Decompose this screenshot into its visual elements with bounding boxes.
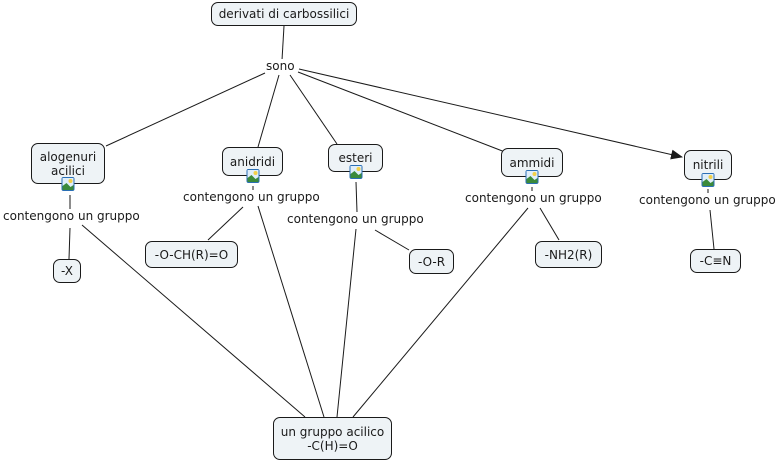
line-esteri-label	[355, 181, 358, 213]
concept-node-group-nh2[interactable]: -NH2(R)	[535, 241, 602, 268]
link-label-text: contengono un gruppo	[465, 191, 602, 205]
link-label-text: sono	[266, 59, 295, 73]
link-label-text: contengono un gruppo	[183, 190, 320, 204]
link-label-nitrili[interactable]: contengono un gruppo	[638, 193, 777, 207]
concept-node-group-x[interactable]: -X	[53, 259, 81, 283]
line-alogenuri-common	[81, 224, 306, 418]
line-sono-esteri	[289, 74, 338, 145]
concept-node-group-or[interactable]: -O-R	[409, 249, 454, 274]
concept-node-ammidi[interactable]: ammidi	[501, 148, 563, 184]
node-label-line-1: alogenuri	[39, 149, 97, 164]
line-label-nh2	[539, 207, 560, 241]
concept-node-alogenuri-acilici[interactable]: alogenuri acilici	[31, 143, 105, 191]
link-label-ammidi[interactable]: contengono un gruppo	[464, 191, 603, 205]
concept-node-group-och[interactable]: -O-CH(R)=O	[145, 241, 238, 268]
line-sono-alogenuri	[105, 72, 266, 147]
link-label-esteri[interactable]: contengono un gruppo	[286, 212, 425, 226]
node-label: anidridi	[229, 154, 276, 169]
node-label: nitrili	[692, 158, 724, 172]
line-label-cn	[709, 209, 715, 250]
line-esteri-common	[336, 228, 357, 418]
node-label-line-2: acilici	[51, 163, 85, 178]
line-anidridi-common	[257, 205, 325, 418]
link-label-sono[interactable]: sono	[265, 59, 296, 73]
node-label: derivati di carbossilici	[218, 7, 350, 21]
link-label-alogenuri[interactable]: contengono un gruppo	[2, 209, 141, 223]
concept-node-nitrili[interactable]: nitrili	[684, 150, 732, 187]
concept-node-acyl-group[interactable]: un gruppo acilico -C(H)=O	[273, 417, 392, 460]
line-sono-nitrili	[298, 68, 683, 160]
line-label-or	[374, 229, 410, 251]
line-sono-ammidi	[297, 71, 506, 153]
line-ammidi-common	[352, 207, 529, 418]
node-label: -C≡N	[699, 254, 732, 268]
node-label: -O-R	[417, 254, 446, 269]
link-label-text: contengono un gruppo	[639, 193, 776, 207]
link-label-text: contengono un gruppo	[287, 212, 424, 226]
image-icon[interactable]	[701, 173, 715, 187]
image-icon[interactable]	[349, 165, 362, 179]
line-label-x	[68, 227, 71, 260]
node-label: -O-CH(R)=O	[154, 247, 229, 262]
image-icon[interactable]	[525, 170, 539, 184]
node-label: ammidi	[509, 155, 555, 170]
concept-node-group-cn[interactable]: -C≡N	[690, 249, 741, 273]
node-label: -X	[61, 264, 73, 278]
line-root-sono	[281, 25, 285, 61]
concept-node-esteri[interactable]: esteri	[328, 144, 383, 179]
image-icon[interactable]	[246, 169, 259, 183]
link-label-anidridi[interactable]: contengono un gruppo	[182, 190, 321, 204]
image-icon[interactable]	[61, 177, 75, 191]
line-label-och	[207, 206, 244, 241]
node-label-line-2: -C(H)=O	[307, 438, 358, 453]
link-label-text: contengono un gruppo	[3, 209, 140, 223]
concept-node-root[interactable]: derivati di carbossilici	[211, 2, 357, 26]
node-label: esteri	[338, 151, 373, 165]
node-label-line-1: un gruppo acilico	[280, 424, 385, 439]
concept-node-anidridi[interactable]: anidridi	[222, 147, 283, 183]
node-label: -NH2(R)	[544, 247, 593, 262]
line-sono-anidridi	[257, 74, 280, 148]
